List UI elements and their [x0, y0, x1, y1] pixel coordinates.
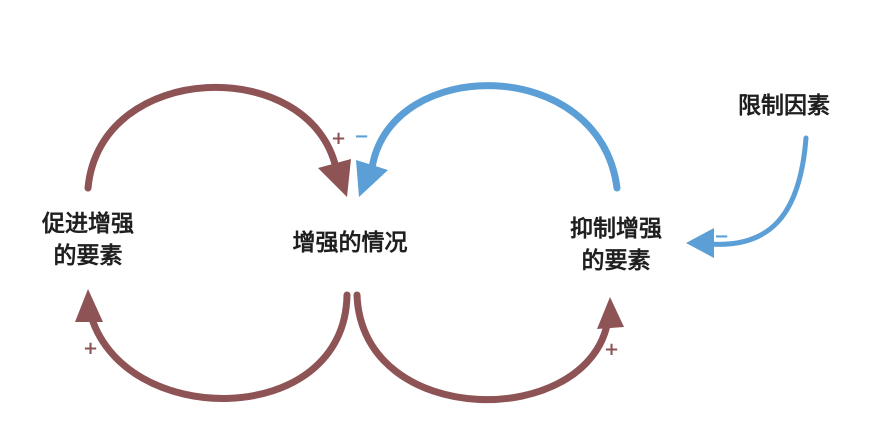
node-promoting-factors-line1: 促进增强 [42, 211, 134, 237]
node-promoting-factors: 促进增强 的要素 [24, 208, 152, 272]
arrowhead-enhance-to-promote [75, 289, 103, 322]
sign-left-plus: + [83, 338, 99, 359]
arc-inhibit-to-enhance [368, 82, 621, 192]
arrowhead-limit-to-inhibit [686, 228, 714, 258]
arc-promote-to-enhance [84, 84, 340, 192]
sign-right-plus: + [604, 339, 620, 360]
node-promoting-factors-line2: 的要素 [53, 243, 123, 269]
sign-top-minus: − [354, 126, 370, 147]
arrowhead-promote-to-enhance [318, 159, 351, 197]
arrowhead-enhance-to-inhibit [597, 297, 624, 329]
arc-limit-to-inhibit [707, 135, 809, 247]
sign-limit-minus: − [714, 226, 730, 247]
arrowhead-inhibit-to-enhance [356, 160, 388, 197]
node-limiting-factor: 限制因素 [738, 93, 830, 119]
node-enhancement-state: 增强的情况 [292, 230, 408, 256]
arc-enhance-to-inhibit [353, 291, 612, 403]
node-inhibiting-factors-line1: 抑制增强 [570, 216, 662, 242]
arc-enhance-to-promote [86, 291, 351, 402]
node-inhibiting-factors-line2: 的要素 [581, 248, 651, 274]
node-inhibiting-factors: 抑制增强 的要素 [552, 213, 680, 277]
sign-top-plus: + [331, 128, 347, 149]
